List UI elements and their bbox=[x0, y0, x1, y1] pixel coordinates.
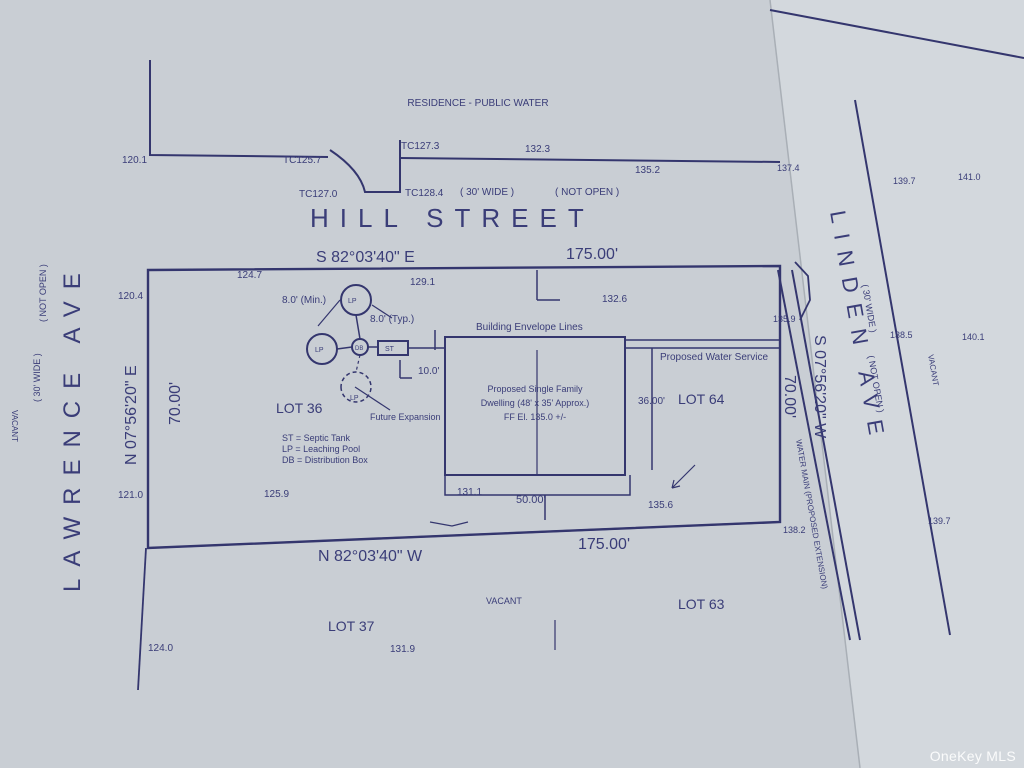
south-distance: 175.00' bbox=[578, 536, 630, 553]
septic-min-distance: 8.0' (Min.) bbox=[282, 295, 326, 306]
paper-fold-right bbox=[770, 0, 1024, 768]
elevation-140-1: 140.1 bbox=[962, 332, 985, 342]
residence-outline-right bbox=[399, 157, 781, 163]
elevation-137-4: 137.4 bbox=[777, 163, 800, 173]
legend-leaching-pool: LP = Leaching Pool bbox=[282, 444, 360, 454]
dwelling-label-line-1: Proposed Single Family bbox=[487, 384, 583, 394]
dwelling-label-line-3: FF El. 135.0 +/- bbox=[504, 412, 566, 422]
min-distance-mark bbox=[317, 299, 341, 327]
elevation-120-1: 120.1 bbox=[122, 155, 147, 166]
lawrence-ave-label: LAWRENCE AVE bbox=[59, 261, 86, 592]
typ-distance-mark bbox=[371, 304, 393, 319]
east-distance: 70.00' bbox=[781, 375, 798, 418]
septic-tank bbox=[377, 340, 409, 356]
lot-63-label: LOT 63 bbox=[678, 596, 725, 612]
house-depth-dimension: 36.00' bbox=[638, 396, 665, 407]
elevation-132-3: 132.3 bbox=[525, 144, 550, 155]
north-bearing: S 82°03'40" E bbox=[316, 249, 415, 266]
front-setback-dimension: 10.0' bbox=[418, 366, 439, 377]
lawrence-ave-width: ( 30' WIDE ) bbox=[32, 353, 42, 402]
elevation-129-1: 129.1 bbox=[410, 277, 435, 288]
tc128-4-label: TC128.4 bbox=[405, 188, 444, 199]
future-expansion-label: Future Expansion bbox=[370, 412, 441, 422]
house-width-dimension: 50.00' bbox=[516, 494, 546, 506]
distribution-box-label: DB bbox=[355, 346, 363, 352]
north-residence-label: RESIDENCE - PUBLIC WATER bbox=[407, 98, 548, 109]
west-vacant-label: VACANT bbox=[10, 410, 19, 442]
elevation-120-4: 120.4 bbox=[118, 291, 143, 302]
septic-tank-label: ST bbox=[385, 346, 395, 353]
future-leader bbox=[354, 386, 391, 411]
elevation-138-5: 138.5 bbox=[890, 330, 913, 340]
leaching-pool-future bbox=[340, 371, 372, 403]
elevation-124-0: 124.0 bbox=[148, 643, 173, 654]
south-boundary bbox=[147, 521, 781, 549]
elevation-139-7-south: 139.7 bbox=[928, 516, 951, 526]
lot-64-label: LOT 64 bbox=[678, 391, 725, 407]
lawrence-ave-status: ( NOT OPEN ) bbox=[38, 264, 48, 322]
hill-street-status: ( NOT OPEN ) bbox=[555, 187, 619, 198]
hand-drawn-arrow bbox=[671, 464, 696, 489]
linden-ave-line-2 bbox=[791, 269, 861, 641]
dwelling-label-line-2: Dwelling (48' x 35' Approx.) bbox=[481, 398, 590, 408]
hill-street-width: ( 30' WIDE ) bbox=[460, 187, 514, 198]
elevation-131-9: 131.9 bbox=[390, 644, 415, 655]
septic-link-future bbox=[355, 354, 361, 373]
hill-street-label: HILL STREET bbox=[310, 203, 595, 233]
lot-37-label: LOT 37 bbox=[328, 618, 375, 634]
west-bearing: N 07°56'20" E bbox=[123, 365, 140, 465]
legend-distribution-box: DB = Distribution Box bbox=[282, 455, 368, 465]
elevation-135-9: 135.9 bbox=[773, 314, 796, 324]
west-boundary-extension bbox=[137, 547, 147, 691]
leaching-pool-west-label: LP bbox=[315, 347, 324, 354]
tc125-7-label: TC125.7 bbox=[283, 155, 322, 166]
tc127-0-label: TC127.0 bbox=[299, 189, 338, 200]
septic-link-north bbox=[355, 314, 361, 340]
elevation-125-9: 125.9 bbox=[264, 489, 289, 500]
fold-upper-line bbox=[769, 9, 1024, 59]
leaching-pool-future-label: LP bbox=[350, 395, 359, 402]
building-envelope-lines bbox=[434, 330, 631, 496]
elevation-141-0: 141.0 bbox=[958, 172, 981, 182]
east-bearing: S 07°56'20" W bbox=[811, 335, 828, 439]
lot-36-label: LOT 36 bbox=[276, 400, 323, 416]
north-distance: 175.00' bbox=[566, 246, 618, 263]
elevation-135-2: 135.2 bbox=[635, 165, 660, 176]
linden-ave-line-1 bbox=[777, 269, 851, 641]
elevation-132-6: 132.6 bbox=[602, 294, 627, 305]
elevation-124-7: 124.7 bbox=[237, 270, 262, 281]
elevation-138-2: 138.2 bbox=[783, 525, 806, 535]
linden-ave-east-line bbox=[854, 99, 951, 636]
south-bearing: N 82°03'40" W bbox=[318, 548, 423, 565]
linden-ave-curve bbox=[794, 261, 811, 321]
elevation-131-1: 131.1 bbox=[457, 487, 482, 498]
residence-outline-left bbox=[149, 60, 329, 158]
elevation-121-0: 121.0 bbox=[118, 490, 143, 501]
south-vacant-label: VACANT bbox=[486, 596, 522, 606]
hand-mark bbox=[429, 521, 469, 527]
water-service-label: Proposed Water Service bbox=[660, 352, 768, 363]
elevation-139-7-north: 139.7 bbox=[893, 176, 916, 186]
paper-fold-line bbox=[769, 0, 861, 768]
septic-link-west bbox=[336, 346, 353, 350]
septic-typ-distance: 8.0' (Typ.) bbox=[370, 314, 414, 325]
building-envelope-label: Building Envelope Lines bbox=[476, 322, 583, 333]
driveway-curb bbox=[329, 140, 401, 193]
leaching-pool-north-label: LP bbox=[348, 298, 357, 305]
legend-septic-tank: ST = Septic Tank bbox=[282, 433, 350, 443]
dwelling-footprint bbox=[444, 336, 626, 476]
elevation-135-6: 135.6 bbox=[648, 500, 673, 511]
tc127-3-label: TC127.3 bbox=[401, 141, 440, 152]
watermark: OneKey MLS bbox=[929, 748, 1016, 764]
west-distance: 70.00' bbox=[167, 382, 184, 425]
